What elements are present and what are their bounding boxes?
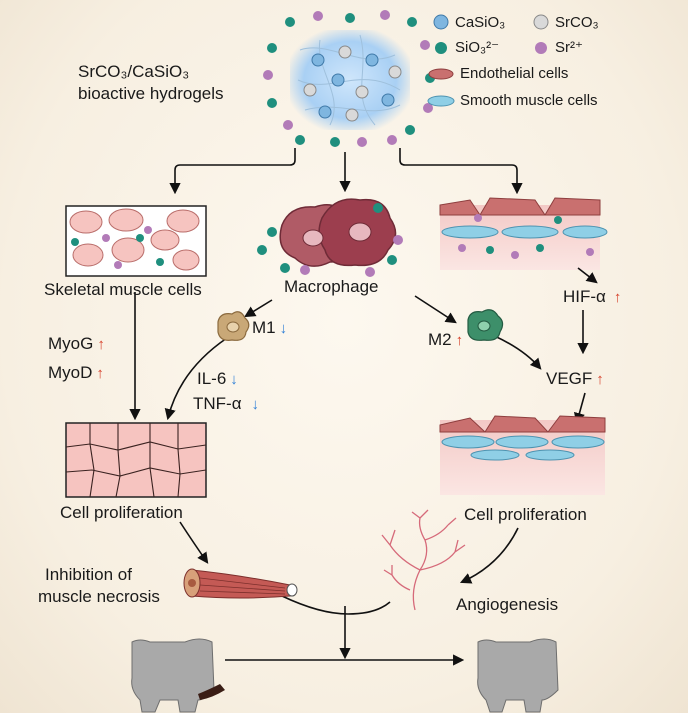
legend-endothelial-label: Endothelial cells bbox=[460, 65, 569, 82]
cell-proliferation-left-label: Cell proliferation bbox=[60, 503, 183, 522]
m1-label: M1↓ bbox=[252, 318, 287, 339]
legend-casio3-symbol bbox=[433, 14, 449, 30]
vegf-label: VEGF↑ bbox=[546, 369, 604, 390]
blood-vessel-top bbox=[439, 197, 608, 270]
legend-sr-label: Sr²⁺ bbox=[555, 39, 583, 56]
blood-vessel-bottom bbox=[439, 415, 606, 495]
hifa-label: HIF-α ↑ bbox=[563, 287, 621, 308]
vegf-up-arrow: ↑ bbox=[596, 371, 604, 388]
inhibition-label-line-1: Inhibition of bbox=[45, 565, 132, 584]
cell-proliferation-right-label: Cell proliferation bbox=[464, 505, 587, 524]
m1-text: M1 bbox=[252, 318, 276, 337]
macrophage-cluster bbox=[257, 198, 403, 277]
m1-macrophage bbox=[217, 311, 250, 341]
macrophage-label: Macrophage bbox=[284, 277, 379, 296]
legend-sio3-symbol bbox=[435, 42, 447, 54]
vascular-tree bbox=[381, 509, 466, 611]
myod-text: MyoD bbox=[48, 363, 93, 382]
inhibition-label-line-2: muscle necrosis bbox=[38, 587, 160, 606]
m2-up-arrow: ↑ bbox=[455, 332, 464, 349]
tnfa-down-arrow: ↓ bbox=[251, 396, 260, 413]
legend-smooth-muscle-symbol bbox=[427, 95, 455, 107]
m2-label: M2↑ bbox=[428, 330, 463, 351]
gel-particles bbox=[303, 45, 402, 122]
skeletal-muscle-box bbox=[65, 205, 207, 277]
hifa-text: HIF-α bbox=[563, 287, 606, 306]
il6-text: IL-6 bbox=[197, 369, 227, 388]
legend-endothelial-symbol bbox=[428, 68, 454, 80]
skeletal-muscle-label: Skeletal muscle cells bbox=[44, 280, 202, 299]
mouse-right bbox=[477, 638, 559, 713]
il6-down-arrow: ↓ bbox=[230, 371, 238, 388]
proliferated-muscle-tissue bbox=[65, 422, 207, 498]
title-line-2: bioactive hydrogels bbox=[78, 84, 224, 103]
myod-up-arrow: ↑ bbox=[96, 365, 104, 382]
tnfa-label: TNF-α ↓ bbox=[193, 394, 259, 415]
hydrogel bbox=[263, 10, 435, 147]
vegf-text: VEGF bbox=[546, 369, 593, 388]
tnfa-text: TNF-α bbox=[193, 394, 242, 413]
m2-macrophage bbox=[467, 309, 504, 341]
legend-sio3-label: SiO₃²⁻ bbox=[455, 39, 500, 56]
angiogenesis-label: Angiogenesis bbox=[456, 595, 559, 614]
legend-sr-symbol bbox=[535, 42, 547, 54]
released-ions bbox=[263, 10, 435, 147]
title-line-1: SrCO₃/CaSiO₃ bbox=[78, 62, 190, 81]
m1-down-arrow: ↓ bbox=[279, 320, 288, 337]
flow-arrows bbox=[129, 267, 598, 666]
muscle-bundle bbox=[183, 568, 298, 599]
m2-text: M2 bbox=[428, 330, 452, 349]
myog-label: MyoG↑ bbox=[48, 334, 105, 355]
myod-label: MyoD↑ bbox=[48, 363, 104, 384]
myog-text: MyoG bbox=[48, 334, 94, 353]
legend bbox=[427, 14, 549, 107]
legend-srco3-symbol bbox=[533, 14, 549, 30]
il6-label: IL-6↓ bbox=[197, 369, 238, 390]
legend-smooth-muscle-label: Smooth muscle cells bbox=[460, 92, 598, 109]
myog-up-arrow: ↑ bbox=[97, 336, 105, 353]
hifa-up-arrow: ↑ bbox=[613, 289, 622, 306]
hydrogel-arrows bbox=[169, 148, 523, 195]
mouse-left bbox=[131, 638, 225, 713]
legend-srco3-label: SrCO₃ bbox=[555, 14, 599, 31]
legend-casio3-label: CaSiO₃ bbox=[455, 14, 506, 31]
